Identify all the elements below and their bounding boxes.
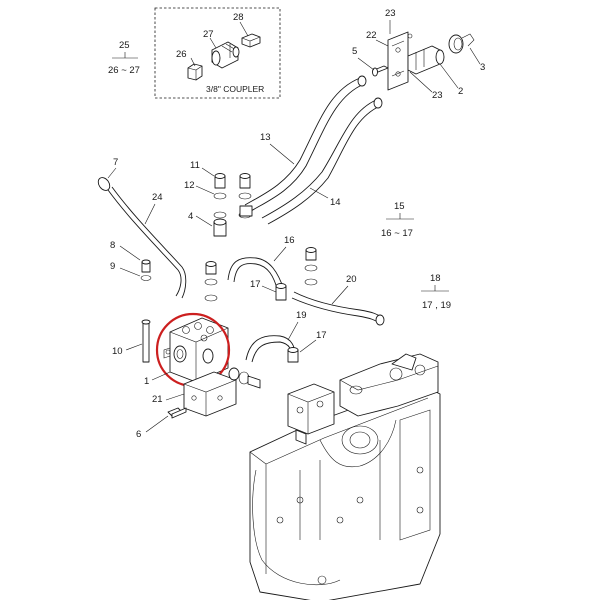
callout-13: 13 [260, 132, 271, 143]
leader-1 [151, 371, 171, 381]
callout-24: 24 [152, 192, 163, 203]
part-27-coupler-body [211, 41, 240, 69]
leader-13 [269, 143, 295, 165]
leader-11 [201, 167, 215, 177]
callout-3: 3 [480, 62, 485, 73]
callout-22: 22 [366, 30, 377, 41]
leader-8 [119, 245, 141, 261]
part-5-bolt [372, 65, 389, 77]
callout-7: 7 [113, 157, 118, 168]
callout-2: 2 [458, 86, 463, 97]
leader-21 [165, 393, 185, 401]
callout-6: 6 [136, 429, 141, 440]
leader-23-bottom [409, 71, 433, 93]
leader-14 [309, 187, 329, 199]
callout-20: 20 [346, 274, 357, 285]
callout-10: 10 [112, 346, 123, 357]
leader-22 [375, 39, 389, 47]
leader-10 [125, 343, 143, 351]
callout-21: 21 [152, 394, 163, 405]
part-28-dust-cap [241, 33, 261, 48]
group-18: 18 17 , 19 [421, 273, 451, 311]
callout-26: 26 [176, 49, 187, 60]
part-4-fitting [213, 205, 253, 237]
callout-23-bottom: 23 [432, 90, 443, 101]
part-1-control-valve [163, 317, 229, 383]
fitting-stack-right [304, 247, 318, 286]
leader-24 [144, 203, 156, 225]
part-3-cap [448, 33, 475, 54]
pipe-20 [291, 291, 385, 326]
leader-27 [209, 37, 217, 49]
pipe-13 [244, 75, 367, 212]
leader-17-right [299, 339, 317, 353]
leader-16 [273, 246, 287, 262]
leader-26 [190, 57, 196, 67]
callout-17-top: 17 [250, 279, 261, 290]
leader-6 [145, 415, 169, 433]
part-26-nut [187, 63, 203, 81]
part-8-bolt [141, 259, 151, 273]
leader-20 [331, 285, 349, 305]
callout-23-top: 23 [385, 8, 396, 19]
transmission-housing [249, 383, 441, 600]
callout-1: 1 [144, 376, 149, 387]
group-25-range: 26 ~ 27 [108, 65, 140, 76]
group-25-bracket [112, 52, 138, 59]
fitting-stack-left [204, 261, 218, 302]
leader-17-top [261, 285, 277, 293]
pipe-19 [245, 335, 295, 363]
housing-top-cover [339, 353, 439, 417]
leader-28 [239, 21, 249, 37]
callout-27: 27 [203, 29, 214, 40]
callout-8: 8 [110, 240, 115, 251]
group-15-range: 16 ~ 17 [381, 228, 413, 239]
inset-caption: 3/8" COUPLER [206, 84, 264, 94]
part-7-lever-knob [97, 177, 111, 191]
leader-2 [439, 63, 459, 89]
group-18-range: 17 , 19 [422, 300, 451, 311]
group-25: 25 26 ~ 27 [108, 40, 140, 76]
valve-connector [228, 367, 261, 389]
coupler-inset: 26 27 28 3/8" COUPLER [154, 7, 281, 99]
leader-7 [107, 167, 117, 179]
part-24-control-rod [107, 186, 187, 299]
callout-9: 9 [110, 261, 115, 272]
part-11-bolt [214, 173, 251, 189]
callout-12: 12 [184, 180, 195, 191]
inset-border [154, 7, 281, 99]
leader-19 [287, 321, 299, 341]
callout-5: 5 [352, 46, 357, 57]
part-17-fitting-right [287, 347, 299, 363]
callout-25: 25 [119, 40, 130, 51]
part-17-fitting-top [275, 283, 287, 301]
leader-12 [195, 185, 215, 195]
callout-15: 15 [394, 201, 405, 212]
callout-14: 14 [330, 197, 341, 208]
leader-5 [357, 57, 375, 71]
group-15: 15 16 ~ 17 [381, 201, 414, 239]
part-9-washer [140, 275, 152, 281]
leader-9 [119, 267, 141, 277]
callout-4: 4 [188, 211, 193, 222]
callout-19: 19 [296, 310, 307, 321]
pipe-16 [227, 257, 285, 293]
part-10-bolt [141, 319, 151, 363]
callout-16: 16 [284, 235, 295, 246]
housing-valve-block [287, 383, 335, 445]
callout-28: 28 [233, 12, 244, 23]
callout-18: 18 [430, 273, 441, 284]
leader-3 [469, 47, 481, 65]
group-15-bracket [386, 213, 414, 220]
group-18-bracket [421, 285, 449, 292]
leader-4 [195, 215, 213, 227]
pipe-14 [261, 97, 383, 225]
part-21-bracket [183, 371, 237, 417]
part-2-coupler [407, 45, 445, 75]
callout-17-right: 17 [316, 330, 327, 341]
callout-11: 11 [190, 160, 200, 171]
part-6-bolt [167, 407, 187, 419]
